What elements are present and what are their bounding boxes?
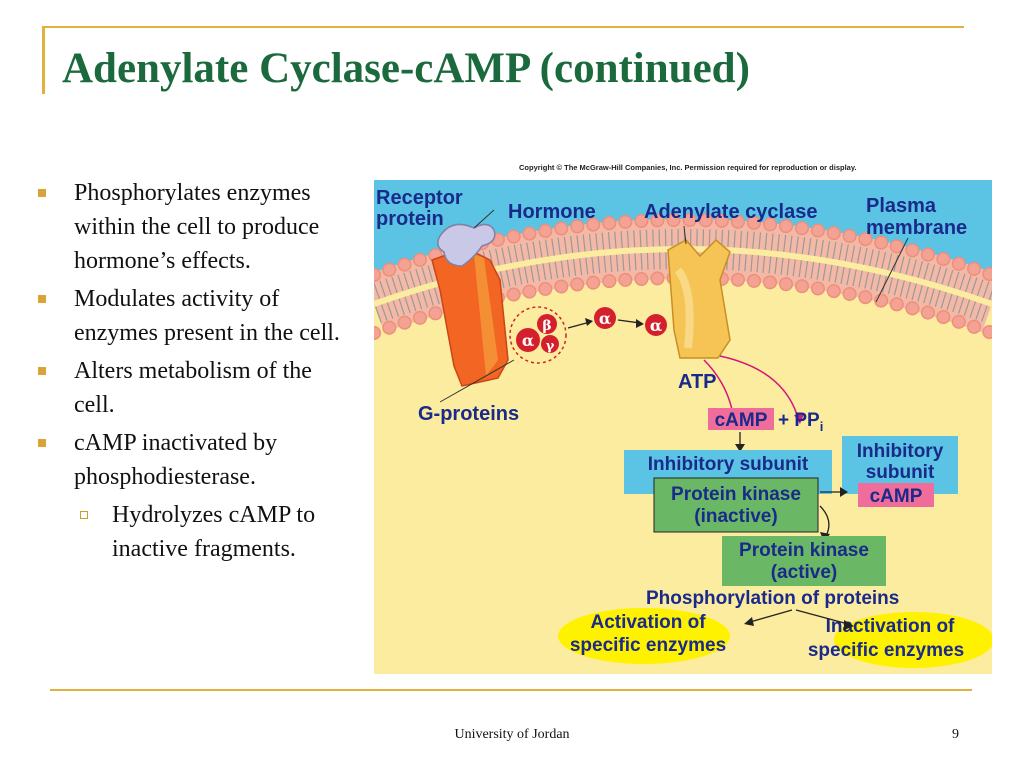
bullet-item: Modulates activity of enzymes present in… [34, 282, 354, 350]
slide-title: Adenylate Cyclase-cAMP (continued) [62, 45, 750, 92]
camp-right-box [858, 483, 934, 507]
leader-membrane [875, 237, 909, 303]
g-protein-complex-outline [509, 306, 567, 364]
arrowhead [844, 620, 854, 630]
hormone-label: Hormone [508, 201, 596, 223]
page-number: 9 [952, 727, 959, 742]
footer-text: University of Jordan [454, 727, 570, 742]
receptor-protein-highlight [474, 254, 498, 376]
g-protein-beta-circle [537, 314, 557, 334]
bullet-square-icon [38, 367, 46, 375]
inactivation-label: specific enzymes [808, 640, 964, 661]
bullet-list: Phosphorylates enzymes within the cell t… [34, 176, 354, 570]
arrowhead [744, 617, 754, 626]
alpha-label: α [650, 316, 662, 335]
hollow-square-icon [80, 511, 88, 519]
bullet-text: Alters metabolism of the cell. [74, 358, 312, 418]
plasma-membrane-label: membrane [866, 217, 967, 239]
inhibitory-subunit-right-label: Inhibitory [857, 441, 944, 462]
arrow-to-activation [749, 609, 793, 623]
arrowhead [794, 414, 804, 424]
arrowhead [585, 318, 593, 326]
g-proteins-label: G-proteins [418, 403, 519, 425]
bullet-item: Alters metabolism of the cell. [34, 354, 354, 422]
camp-box [708, 408, 774, 430]
arrowhead [840, 487, 848, 497]
adenylate-cyclase-shape [667, 238, 731, 359]
activation-label: specific enzymes [570, 635, 726, 656]
bullet-square-icon [38, 189, 46, 197]
sub-bullet-list: Hydrolyzes cAMP to inactive fragments. [74, 498, 354, 566]
leader-g-proteins [439, 359, 515, 403]
receptor-protein-label: protein [376, 208, 444, 230]
sub-bullet-text: Hydrolyzes cAMP to inactive fragments. [112, 502, 316, 562]
arrow-to-inactivation [795, 609, 849, 625]
arrow-atp-to-ppi [719, 355, 799, 419]
activation-label: Activation of [590, 612, 706, 633]
g-protein-alpha-circle [516, 328, 540, 352]
sub-bullet-item: Hydrolyzes cAMP to inactive fragments. [74, 498, 354, 566]
inactivation-label: Inactivation of [826, 616, 955, 637]
plasma-membrane-label: Plasma [866, 195, 937, 217]
frame-top-line [42, 26, 964, 28]
alpha-subunit-moving [594, 307, 616, 329]
bullet-text: Phosphorylates enzymes within the cell t… [74, 180, 320, 274]
bullet-item: cAMP inactivated by phosphodiesterase. H… [34, 426, 354, 566]
bullet-square-icon [38, 295, 46, 303]
adenylate-cyclase-highlight [674, 267, 694, 349]
leader-hormone [473, 209, 495, 229]
footer-line [50, 689, 972, 691]
gamma-label: γ [546, 339, 555, 354]
activation-ellipse [558, 608, 730, 664]
ppi-label: + PPi [778, 410, 823, 434]
alpha-label: α [522, 331, 534, 350]
protein-kinase-inactive-label: Protein kinase [671, 484, 801, 505]
inactivation-ellipse [834, 612, 992, 668]
arrow-to-pk-active [819, 505, 830, 537]
leader-cyclase [683, 225, 687, 245]
arrowhead [735, 444, 745, 452]
adenylate-cyclase-label: Adenylate cyclase [644, 201, 817, 223]
phosphorylation-label: Phosphorylation of proteins [646, 588, 899, 609]
receptor-protein-label: Receptor [376, 187, 463, 209]
protein-kinase-active-box [722, 536, 886, 586]
atp-label: ATP [678, 371, 717, 393]
bullet-text: Modulates activity of enzymes present in… [74, 286, 340, 346]
camp-pathway-diagram: α β γ α α Receptor protein Hormone Adeny… [374, 180, 992, 674]
beta-label: β [542, 318, 551, 334]
inhibitory-subunit-label: Inhibitory subunit [648, 454, 809, 475]
protein-kinase-active-label: (active) [771, 562, 838, 583]
protein-kinase-inactive-box [653, 477, 819, 533]
protein-kinase-inactive-label: (inactive) [694, 506, 777, 527]
copyright-notice: Copyright © The McGraw-Hill Companies, I… [519, 163, 857, 172]
frame-vertical-line [42, 26, 45, 94]
camp-right-label: cAMP [870, 486, 923, 507]
g-protein-gamma-circle [541, 335, 559, 353]
inhibitory-subunit-right-label: subunit [866, 462, 935, 483]
alpha-subunit-bound [645, 314, 667, 336]
bullet-item: Phosphorylates enzymes within the cell t… [34, 176, 354, 278]
arrowhead [636, 319, 644, 328]
bullet-text: cAMP inactivated by phosphodiesterase. [74, 430, 278, 490]
protein-kinase-active-label: Protein kinase [739, 540, 869, 561]
camp-label: cAMP [715, 410, 768, 431]
alpha-label: α [599, 309, 611, 328]
bullet-square-icon [38, 439, 46, 447]
